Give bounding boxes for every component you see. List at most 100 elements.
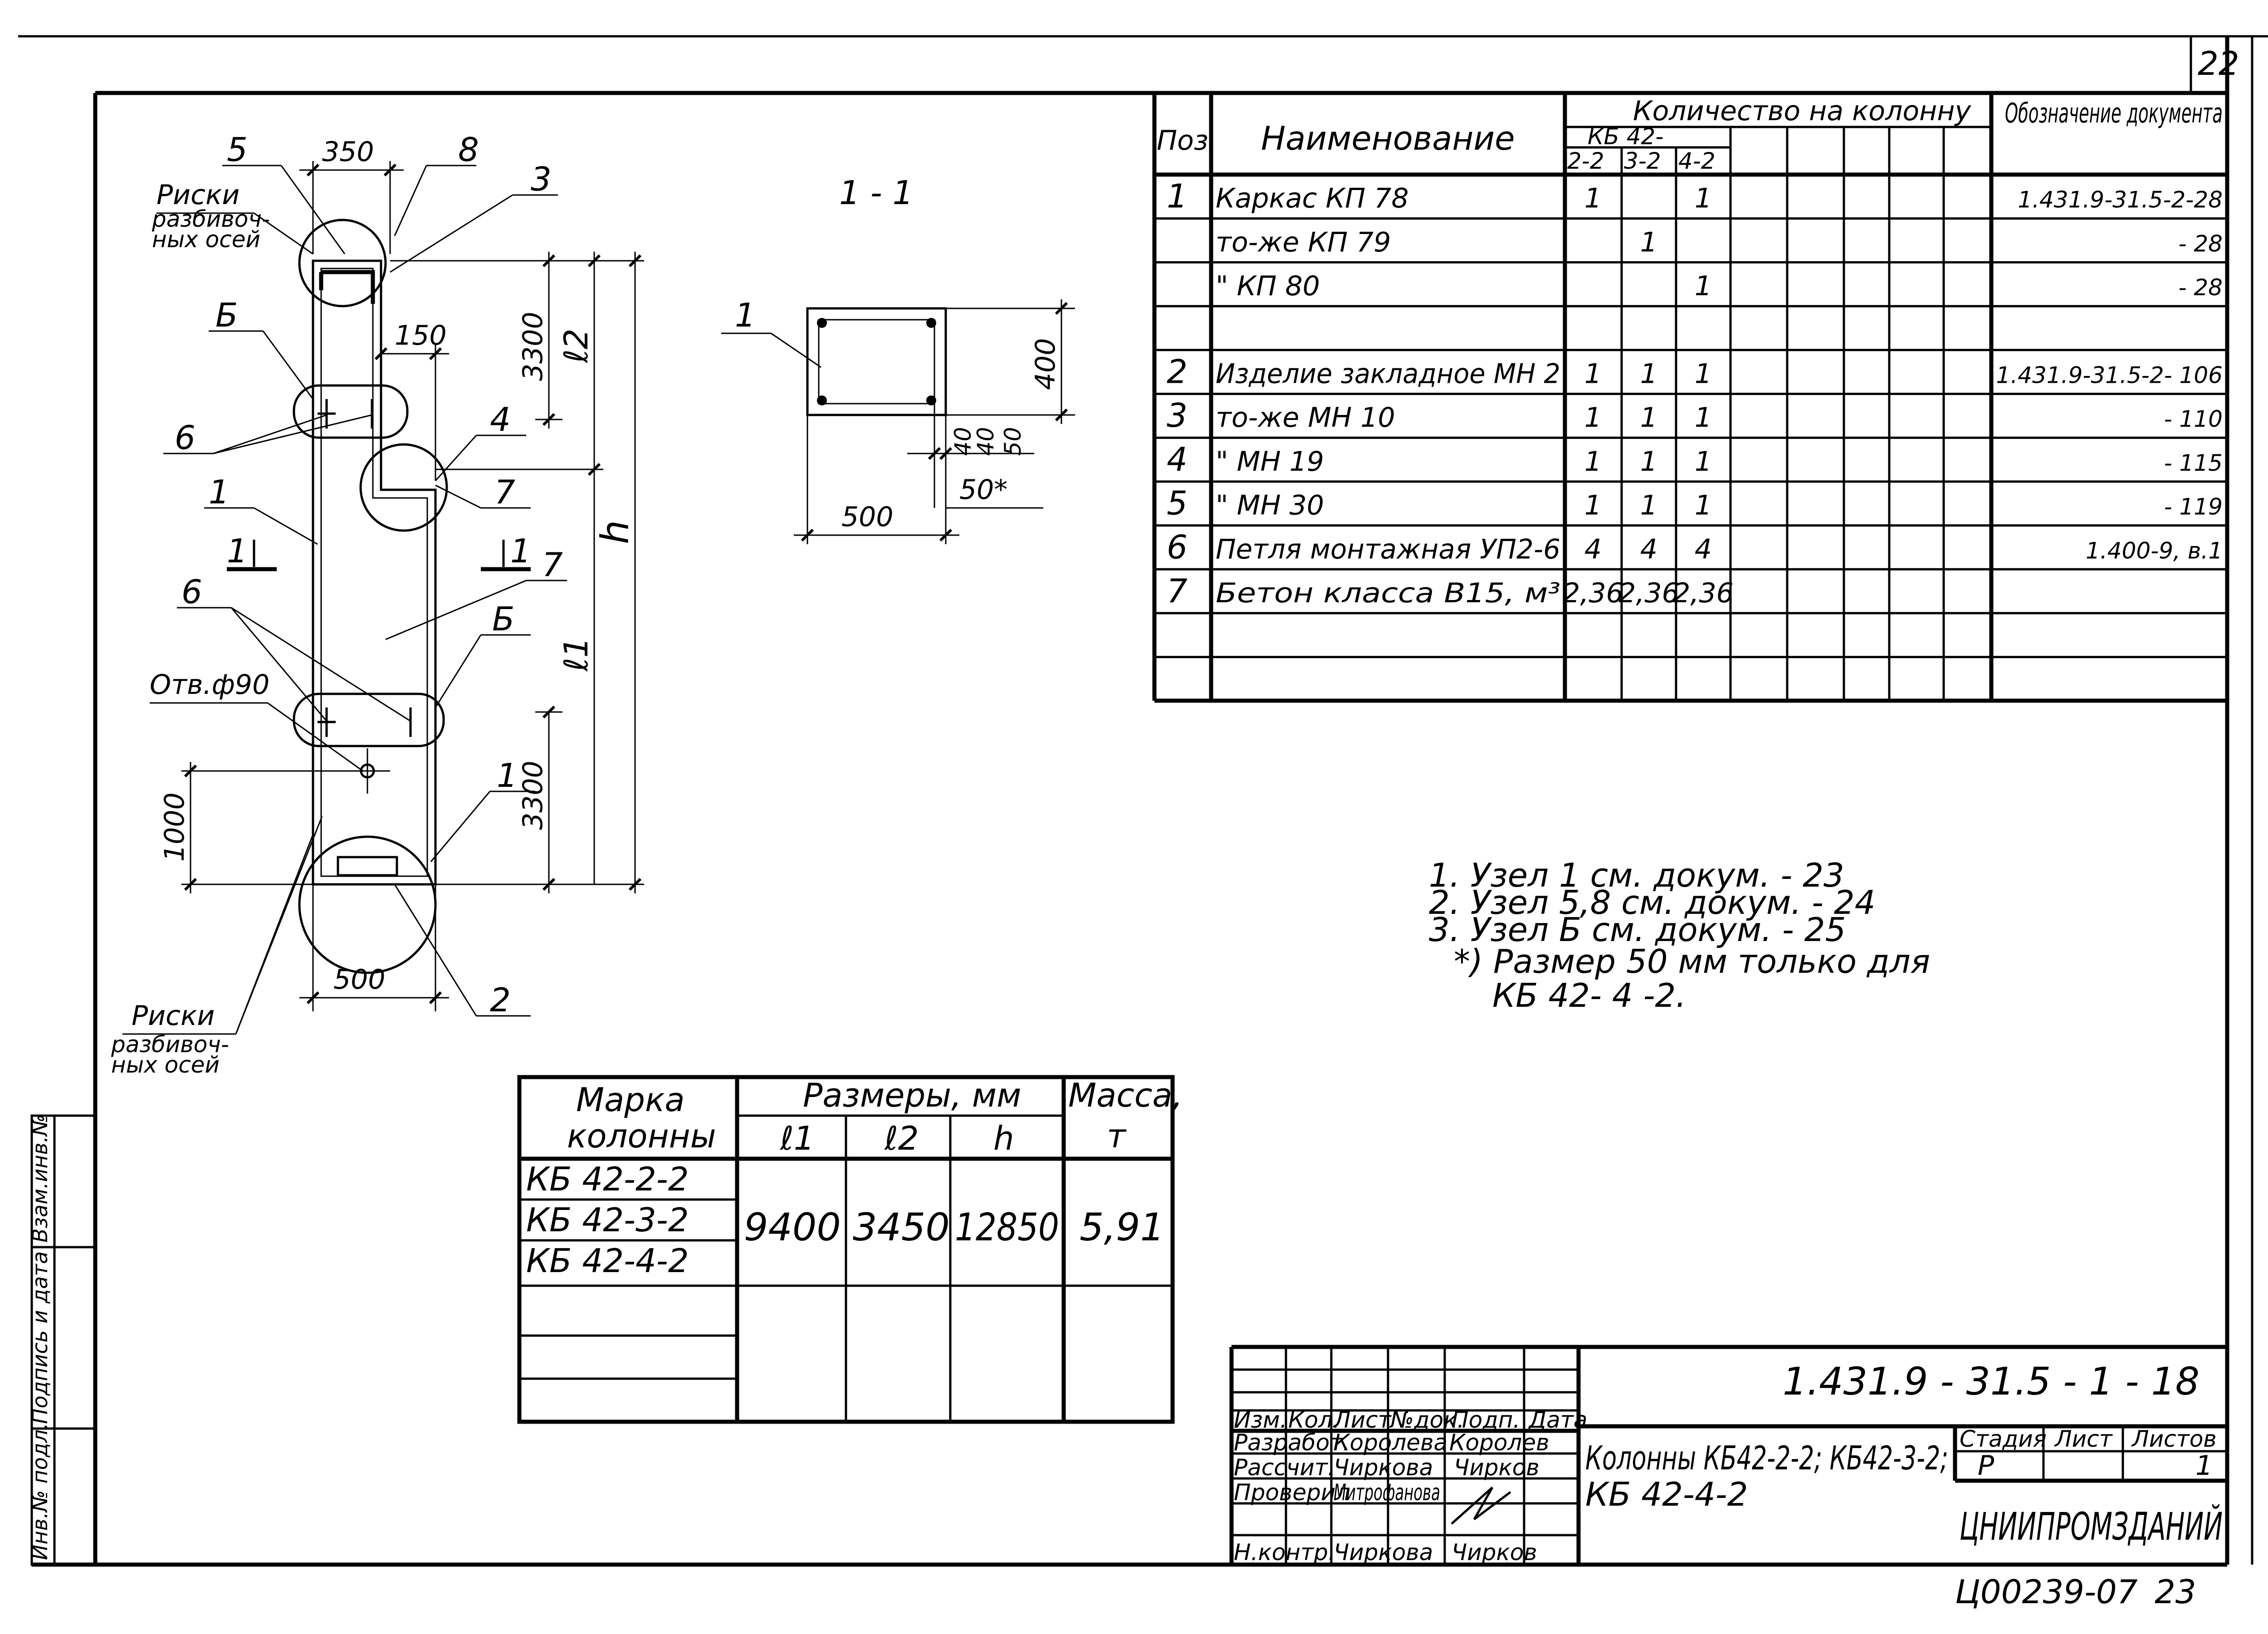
dim-offset: 150 <box>395 320 447 351</box>
signature-mark <box>1451 1487 1511 1525</box>
tb-title-1: Колонны КБ42-2-2; КБ42-3-2; <box>1585 1439 1948 1477</box>
detail-circle-4 <box>359 443 448 532</box>
spec-cell-pos: 2 <box>1167 353 1188 391</box>
size-header-mass-2: т <box>1107 1117 1127 1155</box>
risks-top-1: Риски <box>156 179 240 211</box>
tb-col-sign: Подп. <box>1452 1407 1520 1433</box>
section-mark-left: 1 <box>227 532 248 570</box>
tb-name-5: Чиркова <box>1334 1539 1433 1566</box>
spec-cell-doc: - 119 <box>2164 494 2223 520</box>
spec-cell-doc: - 115 <box>2164 450 2223 476</box>
size-header-l2: ℓ2 <box>884 1119 919 1157</box>
note-3: 3. Узел Б см. докум. - 25 <box>1429 911 1846 949</box>
detail-b-upper <box>293 384 409 439</box>
spec-cell-pos: 3 <box>1167 396 1188 434</box>
tb-col-kol: Кол. <box>1288 1407 1340 1433</box>
general-notes: 1. Узел 1 см. докум. - 23 2. Узел 5,8 см… <box>1429 856 1930 1015</box>
spec-cell-name: Бетон класса В15, м³ <box>1216 577 1560 609</box>
stamp-replace: Взам.инв.№ <box>28 1114 52 1243</box>
spec-cell-pos: 7 <box>1167 572 1188 610</box>
tb-sign-5: Чирков <box>1452 1539 1537 1566</box>
section-dim-width: 500 <box>841 501 894 533</box>
spec-table: Поз. Наименование Количество на колонну … <box>1152 93 2227 703</box>
spec-cell-pos: 6 <box>1167 528 1188 566</box>
risks-top-3: ных осей <box>152 226 260 253</box>
spec-header-sub-2: 3-2 <box>1624 148 1661 174</box>
spec-cell-q3: 1 <box>1695 446 1712 478</box>
tb-sign-1: Королев <box>1449 1429 1549 1456</box>
spec-cell-q2: 2,36 <box>1618 577 1679 609</box>
spec-cell-q3: 1 <box>1695 490 1712 522</box>
spec-header-qty: Количество на колонну <box>1633 95 1972 127</box>
tb-sheets-header: Листов <box>2131 1426 2217 1452</box>
tb-col-list: Лист <box>1333 1407 1392 1433</box>
callout-4: 4 <box>490 400 511 439</box>
spec-cell-name: Петля монтажная УП2-6 <box>1216 533 1560 565</box>
dim-lower-height: 3300 <box>517 761 549 830</box>
tb-name-3: Митрофанова <box>1334 1479 1440 1506</box>
spec-cell-pos: 1 <box>1167 177 1188 215</box>
spec-cell-q3: 1 <box>1695 358 1712 390</box>
size-mark-3: КБ 42-4-2 <box>526 1242 689 1280</box>
dim-h: h <box>593 520 637 544</box>
hole-note: Отв.ф90 <box>150 669 269 701</box>
spec-cell-name: Каркас КП 78 <box>1216 183 1409 215</box>
tb-stage-header: Стадия <box>1960 1426 2047 1452</box>
dim-upper-height: 3300 <box>517 312 549 381</box>
spec-cell-q1: 1 <box>1584 446 1602 478</box>
spec-header-sub-3: 4-2 <box>1678 148 1716 174</box>
spec-cell-name: то-же КП 79 <box>1216 226 1391 258</box>
spec-cell-q1: 1 <box>1584 490 1602 522</box>
stamp-signature: Подпись и дата <box>28 1251 52 1424</box>
spec-cell-q2: 1 <box>1640 402 1657 434</box>
dim-l1: ℓ1 <box>557 637 595 672</box>
callout-3: 3 <box>531 160 552 198</box>
section-dim-height: 400 <box>1030 338 1061 390</box>
spec-cell-pos: 5 <box>1167 484 1188 522</box>
dim-bottom-width: 500 <box>333 964 386 995</box>
spec-cell-doc: - 28 <box>2178 274 2223 301</box>
risks-bottom-2: разбивоч- <box>111 1031 229 1058</box>
tb-col-date: Дата <box>1528 1407 1587 1433</box>
size-header-mark-2: колонны <box>567 1117 716 1155</box>
section-dim-40b: 40 <box>973 427 999 456</box>
stamp-inv: Инв.№ подл. <box>28 1423 52 1560</box>
tb-role-3: Проверил <box>1234 1479 1350 1506</box>
callout-1-upper: 1 <box>209 473 230 511</box>
bottom-number: 23 <box>2155 1573 2196 1611</box>
size-header-dims: Размеры, мм <box>803 1076 1021 1114</box>
tb-role-2: Рассчит. <box>1234 1454 1335 1481</box>
spec-cell-q2: 4 <box>1640 533 1657 565</box>
risks-bottom-3: ных осей <box>111 1052 220 1078</box>
tb-title-2: КБ 42-4-2 <box>1585 1475 1748 1513</box>
spec-header-mark: КБ 42- <box>1588 123 1663 150</box>
tb-col-izm: Изм. <box>1234 1407 1287 1433</box>
size-header-l1: ℓ1 <box>779 1119 815 1157</box>
column-elevation: 350 150 3300 ℓ2 ℓ1 h 3300 1 <box>111 131 644 1078</box>
tb-code: 1.431.9 - 31.5 - 1 - 18 <box>1783 1359 2200 1404</box>
callout-b-lower: Б <box>492 600 514 638</box>
callout-6-upper: 6 <box>175 419 196 457</box>
spec-cell-doc: 1.400-9, в.1 <box>2086 537 2223 564</box>
size-mark-2: КБ 42-3-2 <box>526 1201 689 1239</box>
spec-header-name: Наименование <box>1261 119 1515 157</box>
spec-cell-name: " МН 30 <box>1216 490 1324 522</box>
section-callout: 1 <box>735 296 756 334</box>
spec-cell-q3: 4 <box>1695 533 1712 565</box>
spec-header-sub-1: 2-2 <box>1567 148 1604 174</box>
size-value-l1: 9400 <box>744 1205 841 1249</box>
callout-b-upper: Б <box>215 296 238 334</box>
page-number: 22 <box>2198 44 2239 83</box>
section-dim-50b: 50* <box>959 474 1007 506</box>
tb-role-5: Н.контр. <box>1234 1539 1335 1566</box>
spec-cell-doc: 1.431.9-31.5-2- 106 <box>1996 362 2223 389</box>
section-dim-50a: 50 <box>1000 427 1026 456</box>
callout-1-lower: 1 <box>497 756 518 795</box>
spec-cell-q2: 1 <box>1640 226 1657 258</box>
dim-top-width: 350 <box>322 136 374 168</box>
spec-cell-name: то-же МН 10 <box>1216 402 1395 434</box>
section-mark-right: 1 <box>510 532 531 570</box>
size-table: Марка колонны Размеры, мм ℓ1 ℓ2 h Масса,… <box>517 1075 1183 1424</box>
callout-8: 8 <box>458 131 479 169</box>
spec-cell-q1: 1 <box>1584 402 1602 434</box>
